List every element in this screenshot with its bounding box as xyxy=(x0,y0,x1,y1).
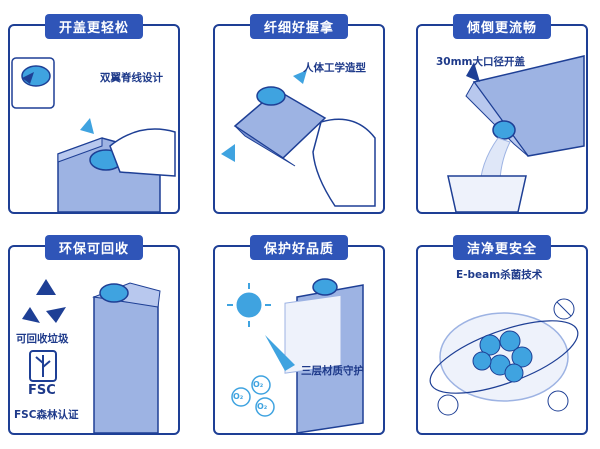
oxygen-label: O₂ xyxy=(257,402,268,411)
prohibited-bacteria-icon xyxy=(437,394,459,416)
arrow-icon xyxy=(80,118,94,134)
panel-title: 保护好品质 xyxy=(249,235,349,260)
arrow-icon xyxy=(22,72,34,84)
feature-label: 30mm大口径开盖 xyxy=(436,56,525,68)
panel-clean-safe: 洁净更安全 E-beam杀菌技术 xyxy=(416,235,588,435)
quality-protection-illustration xyxy=(227,278,364,433)
panel-title: 环保可回收 xyxy=(44,235,144,260)
panel-quality-protection: 保护好品质 三层材质守护 O₂ O₂ O₂ xyxy=(213,235,385,435)
oxygen-label: O₂ xyxy=(233,392,244,401)
panel-title: 洁净更安全 xyxy=(452,235,552,260)
panel-recyclable: 环保可回收 可回收垃圾 FSC FSC森林认证 xyxy=(8,235,180,435)
arrow-icon xyxy=(221,144,235,162)
arrow-icon xyxy=(293,70,307,84)
easy-open-illustration xyxy=(11,57,176,212)
smooth-pour-illustration xyxy=(447,55,585,212)
slim-grip-illustration xyxy=(221,70,376,207)
panel-easy-open: 开盖更轻松 双翼脊线设计 xyxy=(8,14,180,214)
sun-icon xyxy=(227,283,271,327)
feature-label: E-beam杀菌技术 xyxy=(456,269,543,281)
panel-title: 倾倒更流畅 xyxy=(452,14,552,39)
recycle-icon xyxy=(22,279,66,323)
lifted-cap-icon xyxy=(11,57,55,109)
arrow-icon xyxy=(466,62,480,82)
panel-slim-grip: 纤细好握拿 人体工学造型 xyxy=(213,14,385,214)
oxygen-icon xyxy=(231,387,251,407)
prohibited-bacteria-icon xyxy=(547,390,569,412)
bacteria-cluster-icon xyxy=(472,330,533,383)
panel-title: 开盖更轻松 xyxy=(44,14,144,39)
feature-label: 人体工学造型 xyxy=(303,62,366,74)
oxygen-label: O₂ xyxy=(253,380,264,389)
feature-label: 三层材质守护 xyxy=(301,365,364,377)
recyclable-illustration xyxy=(22,279,161,433)
prohibited-bacteria-icon xyxy=(553,298,575,320)
panel-smooth-pour: 倾倒更流畅 30mm大口径开盖 xyxy=(416,14,588,214)
oxygen-icon xyxy=(255,397,275,417)
arrow-icon xyxy=(265,335,295,371)
recycle-label: 可回收垃圾 xyxy=(16,333,69,345)
clean-safe-illustration xyxy=(429,298,579,416)
panel-title: 纤细好握拿 xyxy=(249,14,349,39)
oxygen-icon xyxy=(251,375,271,395)
fsc-logo-text: FSC xyxy=(28,383,56,398)
fsc-label: FSC森林认证 xyxy=(14,409,79,421)
fsc-tree-icon xyxy=(29,350,57,382)
feature-label: 双翼脊线设计 xyxy=(100,72,163,84)
